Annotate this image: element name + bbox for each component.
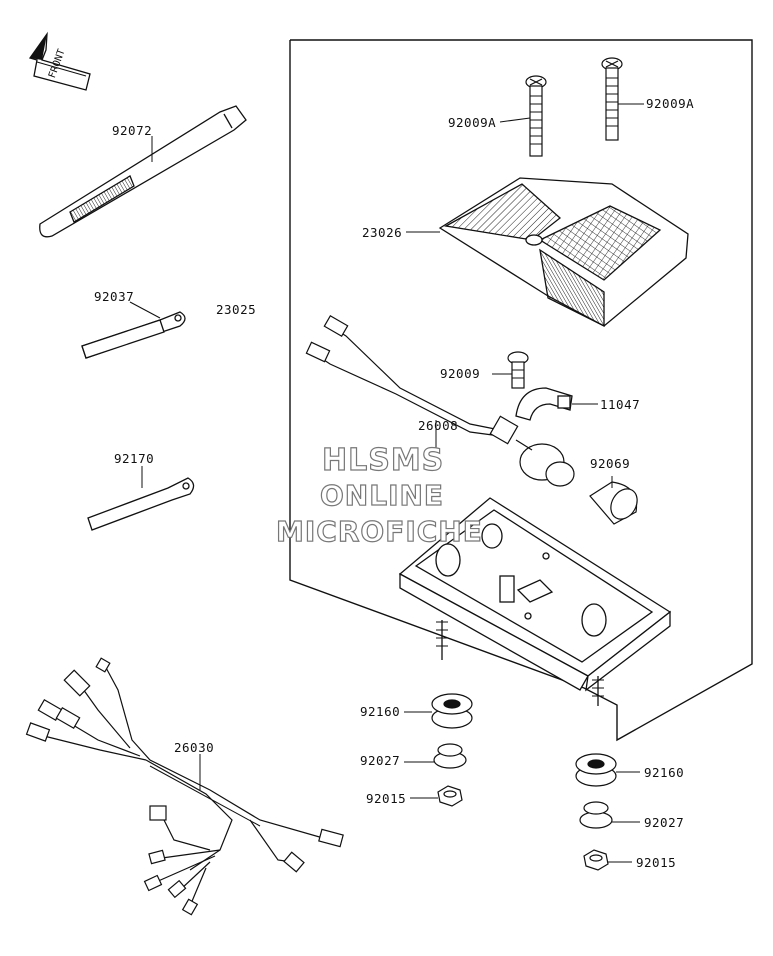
part-number-92027-left: 92027	[360, 753, 401, 768]
part-number-92170: 92170	[114, 451, 155, 466]
socket-harness-26008	[305, 314, 575, 487]
part-number-92009A-left: 92009A	[448, 115, 497, 130]
part-number-26030: 26030	[174, 740, 215, 755]
part-number-23026: 23026	[362, 225, 403, 240]
wire-harness-26030	[25, 657, 344, 916]
nut-92015-right	[583, 849, 609, 871]
part-number-23025: 23025	[216, 302, 257, 317]
cable-tie-92072	[39, 105, 247, 238]
part-number-92015-right: 92015	[636, 855, 677, 870]
assembly-outline	[289, 39, 753, 742]
part-number-92009: 92009	[440, 366, 481, 381]
collar-92027-right	[579, 801, 613, 829]
part-number-92037: 92037	[94, 289, 135, 304]
part-number-26008: 26008	[418, 418, 459, 433]
part-number-92009A-right: 92009A	[646, 96, 695, 111]
watermark-line-2: ONLINE	[319, 479, 445, 512]
screw-92009	[507, 351, 529, 389]
grommet-92160-left	[431, 693, 473, 729]
part-number-92027-right: 92027	[644, 815, 685, 830]
part-number-92072: 92072	[112, 123, 153, 138]
watermark-line-3: MICROFICHE	[275, 515, 483, 548]
part-number-92160-right: 92160	[644, 765, 685, 780]
grommet-92160-right	[575, 753, 617, 787]
screw-92009A-right	[601, 57, 623, 141]
lens-23026	[438, 177, 689, 328]
part-number-11047: 11047	[600, 397, 641, 412]
screw-92009A-left	[525, 75, 547, 157]
bulb-92069	[589, 481, 638, 525]
part-number-92160-left: 92160	[360, 704, 401, 719]
part-number-92015-left: 92015	[366, 791, 407, 806]
front-arrow-icon	[28, 31, 91, 91]
nut-92015-left	[437, 785, 463, 807]
plate-92170	[87, 477, 195, 531]
collar-92027-left	[433, 743, 467, 769]
clamp-11047	[515, 387, 573, 421]
plate-92037	[81, 311, 186, 359]
taillight-housing	[398, 497, 672, 706]
watermark-line-1: HLSMS	[321, 443, 445, 478]
part-number-92069: 92069	[590, 456, 631, 471]
